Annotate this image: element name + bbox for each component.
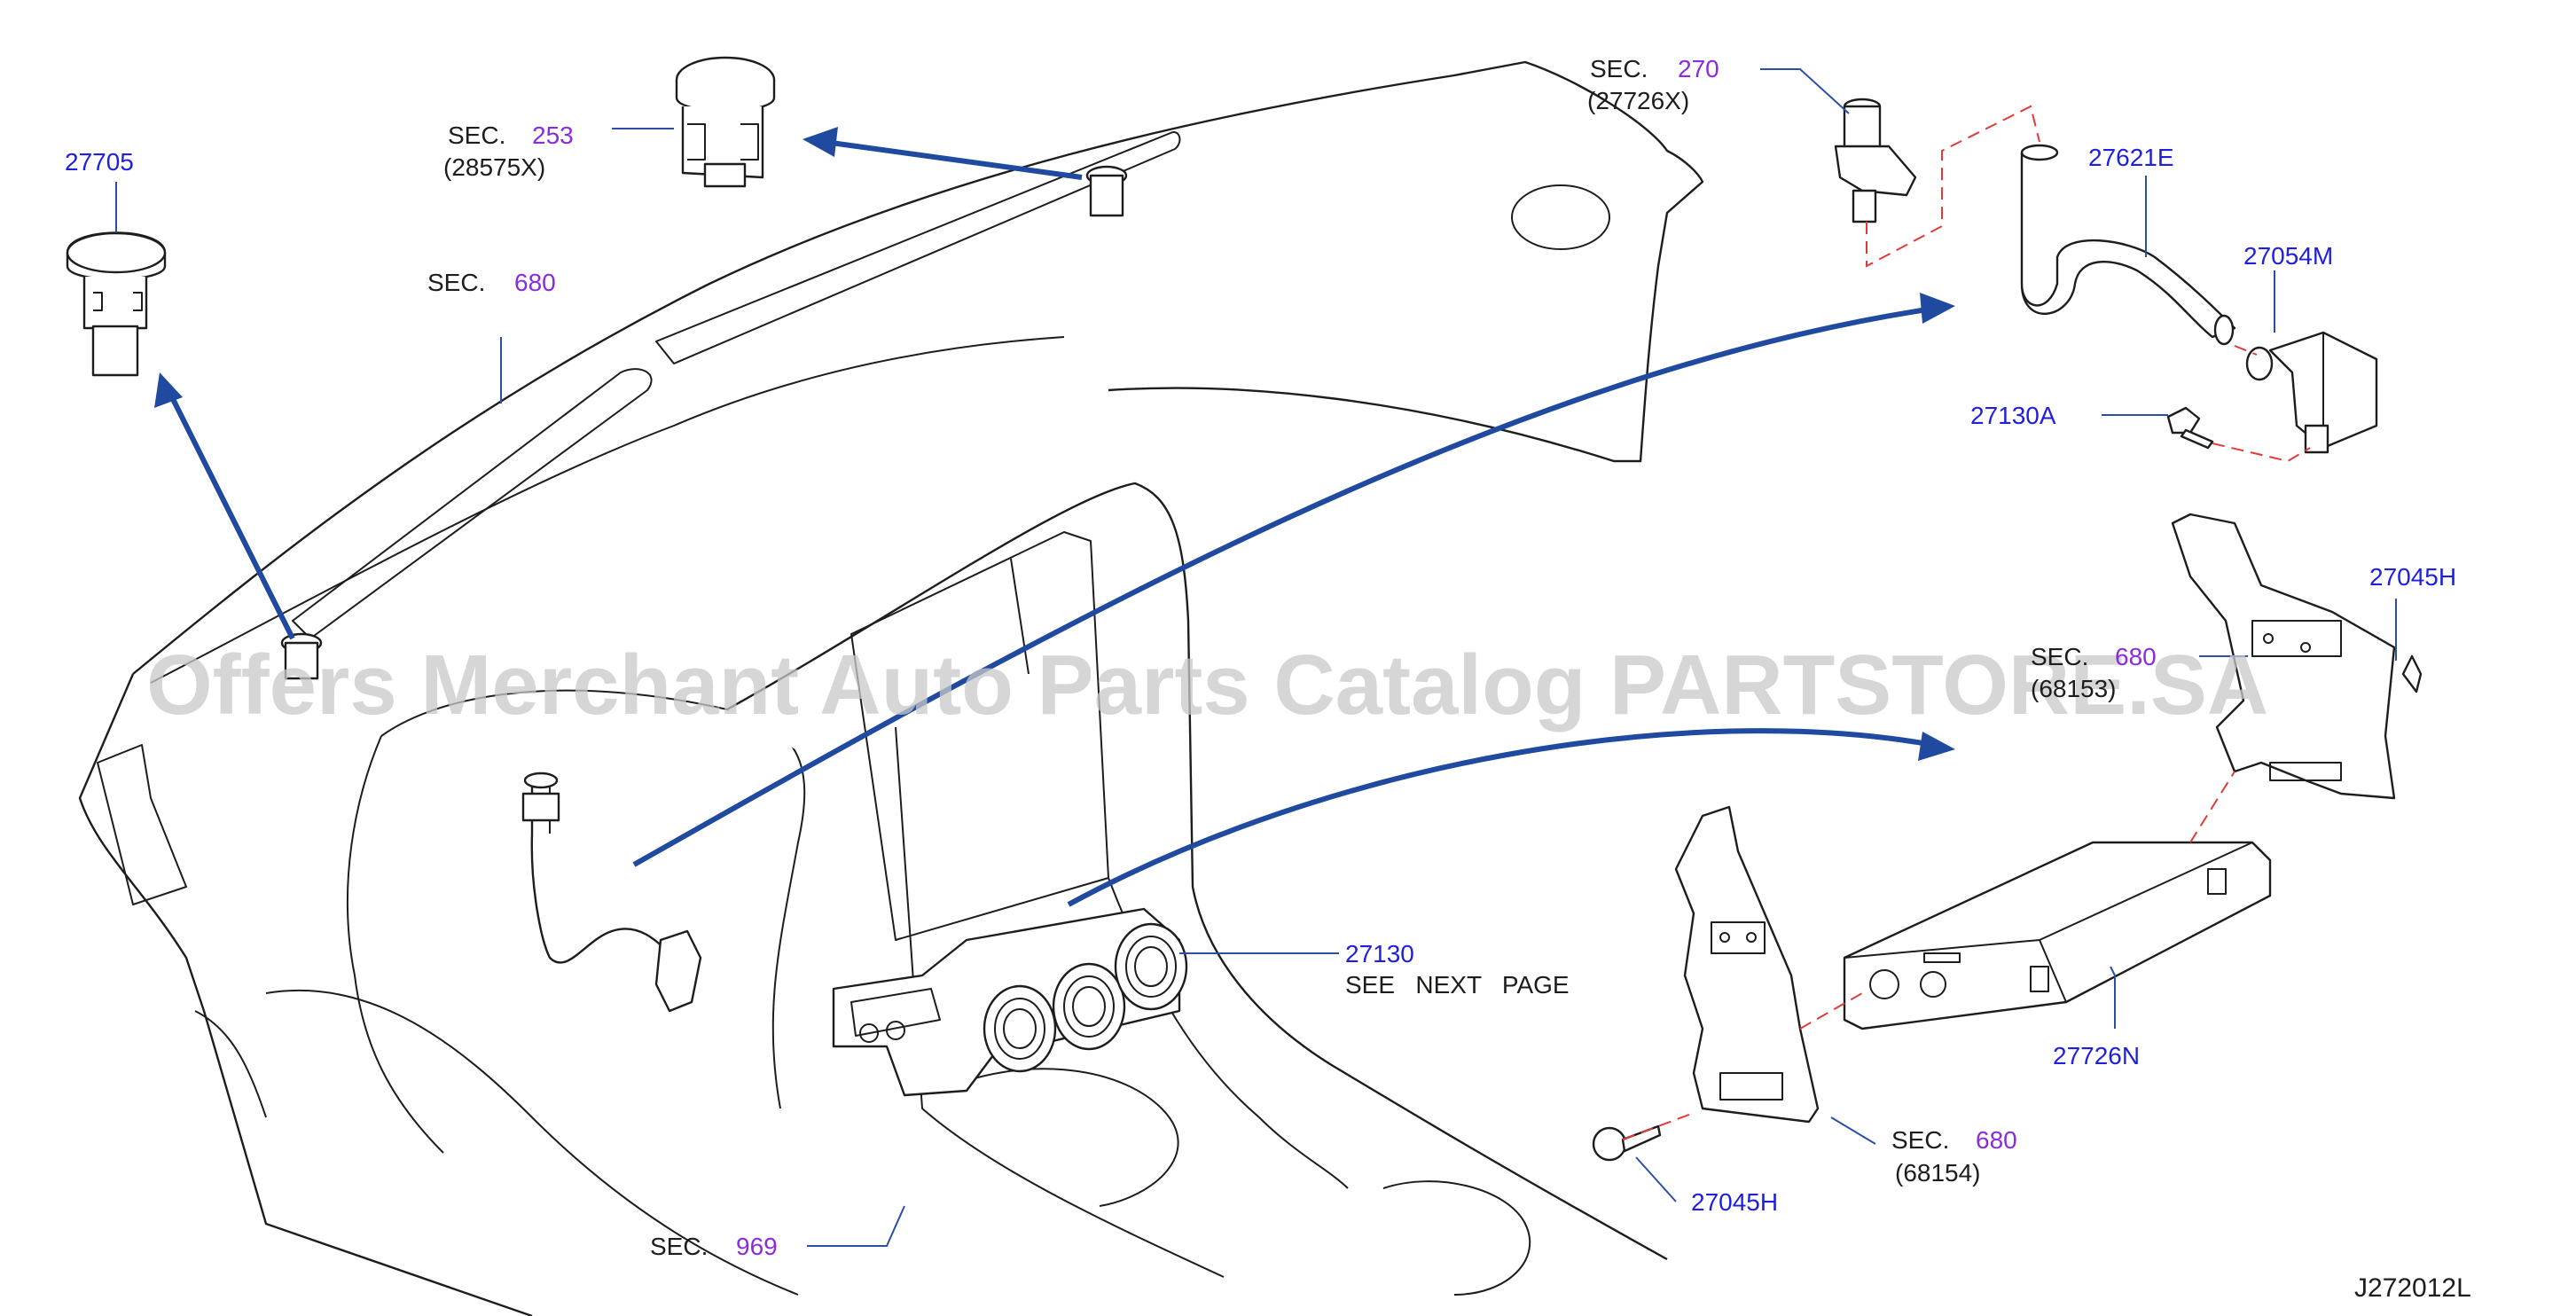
see-next-page: SEE NEXT PAGE bbox=[1345, 971, 1570, 999]
sec-680-bottom-number: 680 bbox=[1976, 1126, 2017, 1154]
aspirator-mounted bbox=[521, 772, 702, 1013]
sec-270-number: 270 bbox=[1678, 55, 1719, 82]
sec-680-top-number: 680 bbox=[514, 269, 556, 296]
screw-27130A bbox=[2166, 406, 2214, 450]
sensor-27705 bbox=[66, 231, 167, 377]
sec-680-bottom-prefix: SEC. bbox=[1891, 1126, 1949, 1154]
screw-27045H-bottom bbox=[1592, 1124, 1662, 1162]
control-unit-27726N bbox=[1843, 841, 2272, 1030]
sec-253-code: (28575X) bbox=[443, 153, 545, 181]
sec-270-prefix: SEC. bbox=[1590, 55, 1648, 82]
label-27054M: 27054M bbox=[2243, 242, 2333, 270]
label-27130: 27130 bbox=[1345, 940, 1414, 967]
sec-680-mid-number: 680 bbox=[2115, 643, 2157, 670]
label-27045H-top: 27045H bbox=[2369, 563, 2456, 591]
climate-control-unit-27130 bbox=[832, 907, 1188, 1097]
label-27726N: 27726N bbox=[2053, 1042, 2140, 1069]
sec-270-code: (27726X) bbox=[1587, 87, 1689, 114]
watermark: Offers Merchant Auto Parts Catalog PARTS… bbox=[146, 638, 2268, 732]
sec-969-number: 969 bbox=[736, 1233, 778, 1260]
dashboard-outline bbox=[78, 60, 1704, 1316]
diagram-reference: J272012L bbox=[2354, 1273, 2471, 1303]
bracket-68153 bbox=[2171, 513, 2396, 800]
sec-680-mid-code: (68153) bbox=[2031, 675, 2117, 702]
sec-680-top-prefix: SEC. bbox=[427, 269, 485, 296]
sec-969-prefix: SEC. bbox=[650, 1233, 708, 1260]
label-27045H-bottom: 27045H bbox=[1691, 1188, 1778, 1216]
sensor-27726X bbox=[1834, 98, 1917, 223]
aspirator-27054M bbox=[2245, 331, 2378, 454]
label-27705: 27705 bbox=[65, 148, 134, 176]
dash-sensor-top-mounted bbox=[1085, 165, 1128, 217]
screw-27045H-top bbox=[2401, 654, 2423, 693]
sec-680-bottom-code: (68154) bbox=[1895, 1159, 1981, 1187]
bracket-68154 bbox=[1674, 805, 1820, 1124]
label-27130A: 27130A bbox=[1970, 402, 2056, 429]
leader-lines bbox=[115, 68, 2397, 1247]
label-27621E: 27621E bbox=[2088, 144, 2174, 171]
sensor-28575X bbox=[675, 56, 776, 188]
assembly-lines bbox=[1622, 105, 2311, 1140]
sec-253-number: 253 bbox=[532, 121, 574, 149]
hose-27621E bbox=[2020, 144, 2236, 346]
direction-arrows bbox=[154, 127, 1955, 907]
sec-253-prefix: SEC. bbox=[448, 121, 505, 149]
sec-680-mid-prefix: SEC. bbox=[2031, 643, 2088, 670]
